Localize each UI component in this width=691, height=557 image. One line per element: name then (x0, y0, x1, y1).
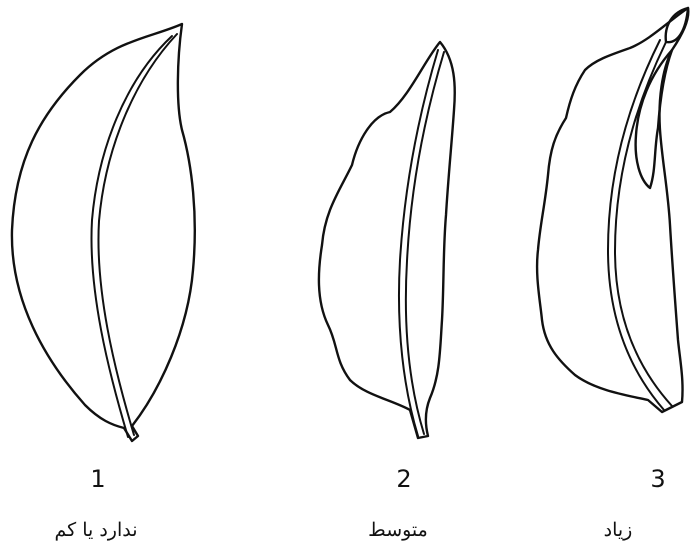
leaf-3-drawing (537, 8, 688, 412)
leaf-2-midrib (399, 50, 438, 436)
leaf-2-caption: متوسط (328, 516, 468, 544)
leaf-2-midrib-inner (406, 52, 444, 434)
leaf-1-number: 1 (68, 464, 128, 494)
leaf-1-outline (12, 24, 195, 441)
leaf-2-number: 2 (374, 464, 434, 494)
leaf-3-number: 3 (628, 464, 688, 494)
leaf-2-outline (319, 42, 455, 438)
leaf-3-tip-curl (666, 8, 688, 42)
leaf-3-midrib-inner (615, 42, 672, 406)
leaf-1-caption: ندارد یا کم (26, 516, 166, 544)
leaf-3-caption: زیاد (548, 516, 688, 544)
leaf-1-midrib (91, 36, 172, 437)
leaf-1-drawing (12, 24, 195, 441)
leaf-2-drawing (319, 42, 455, 438)
